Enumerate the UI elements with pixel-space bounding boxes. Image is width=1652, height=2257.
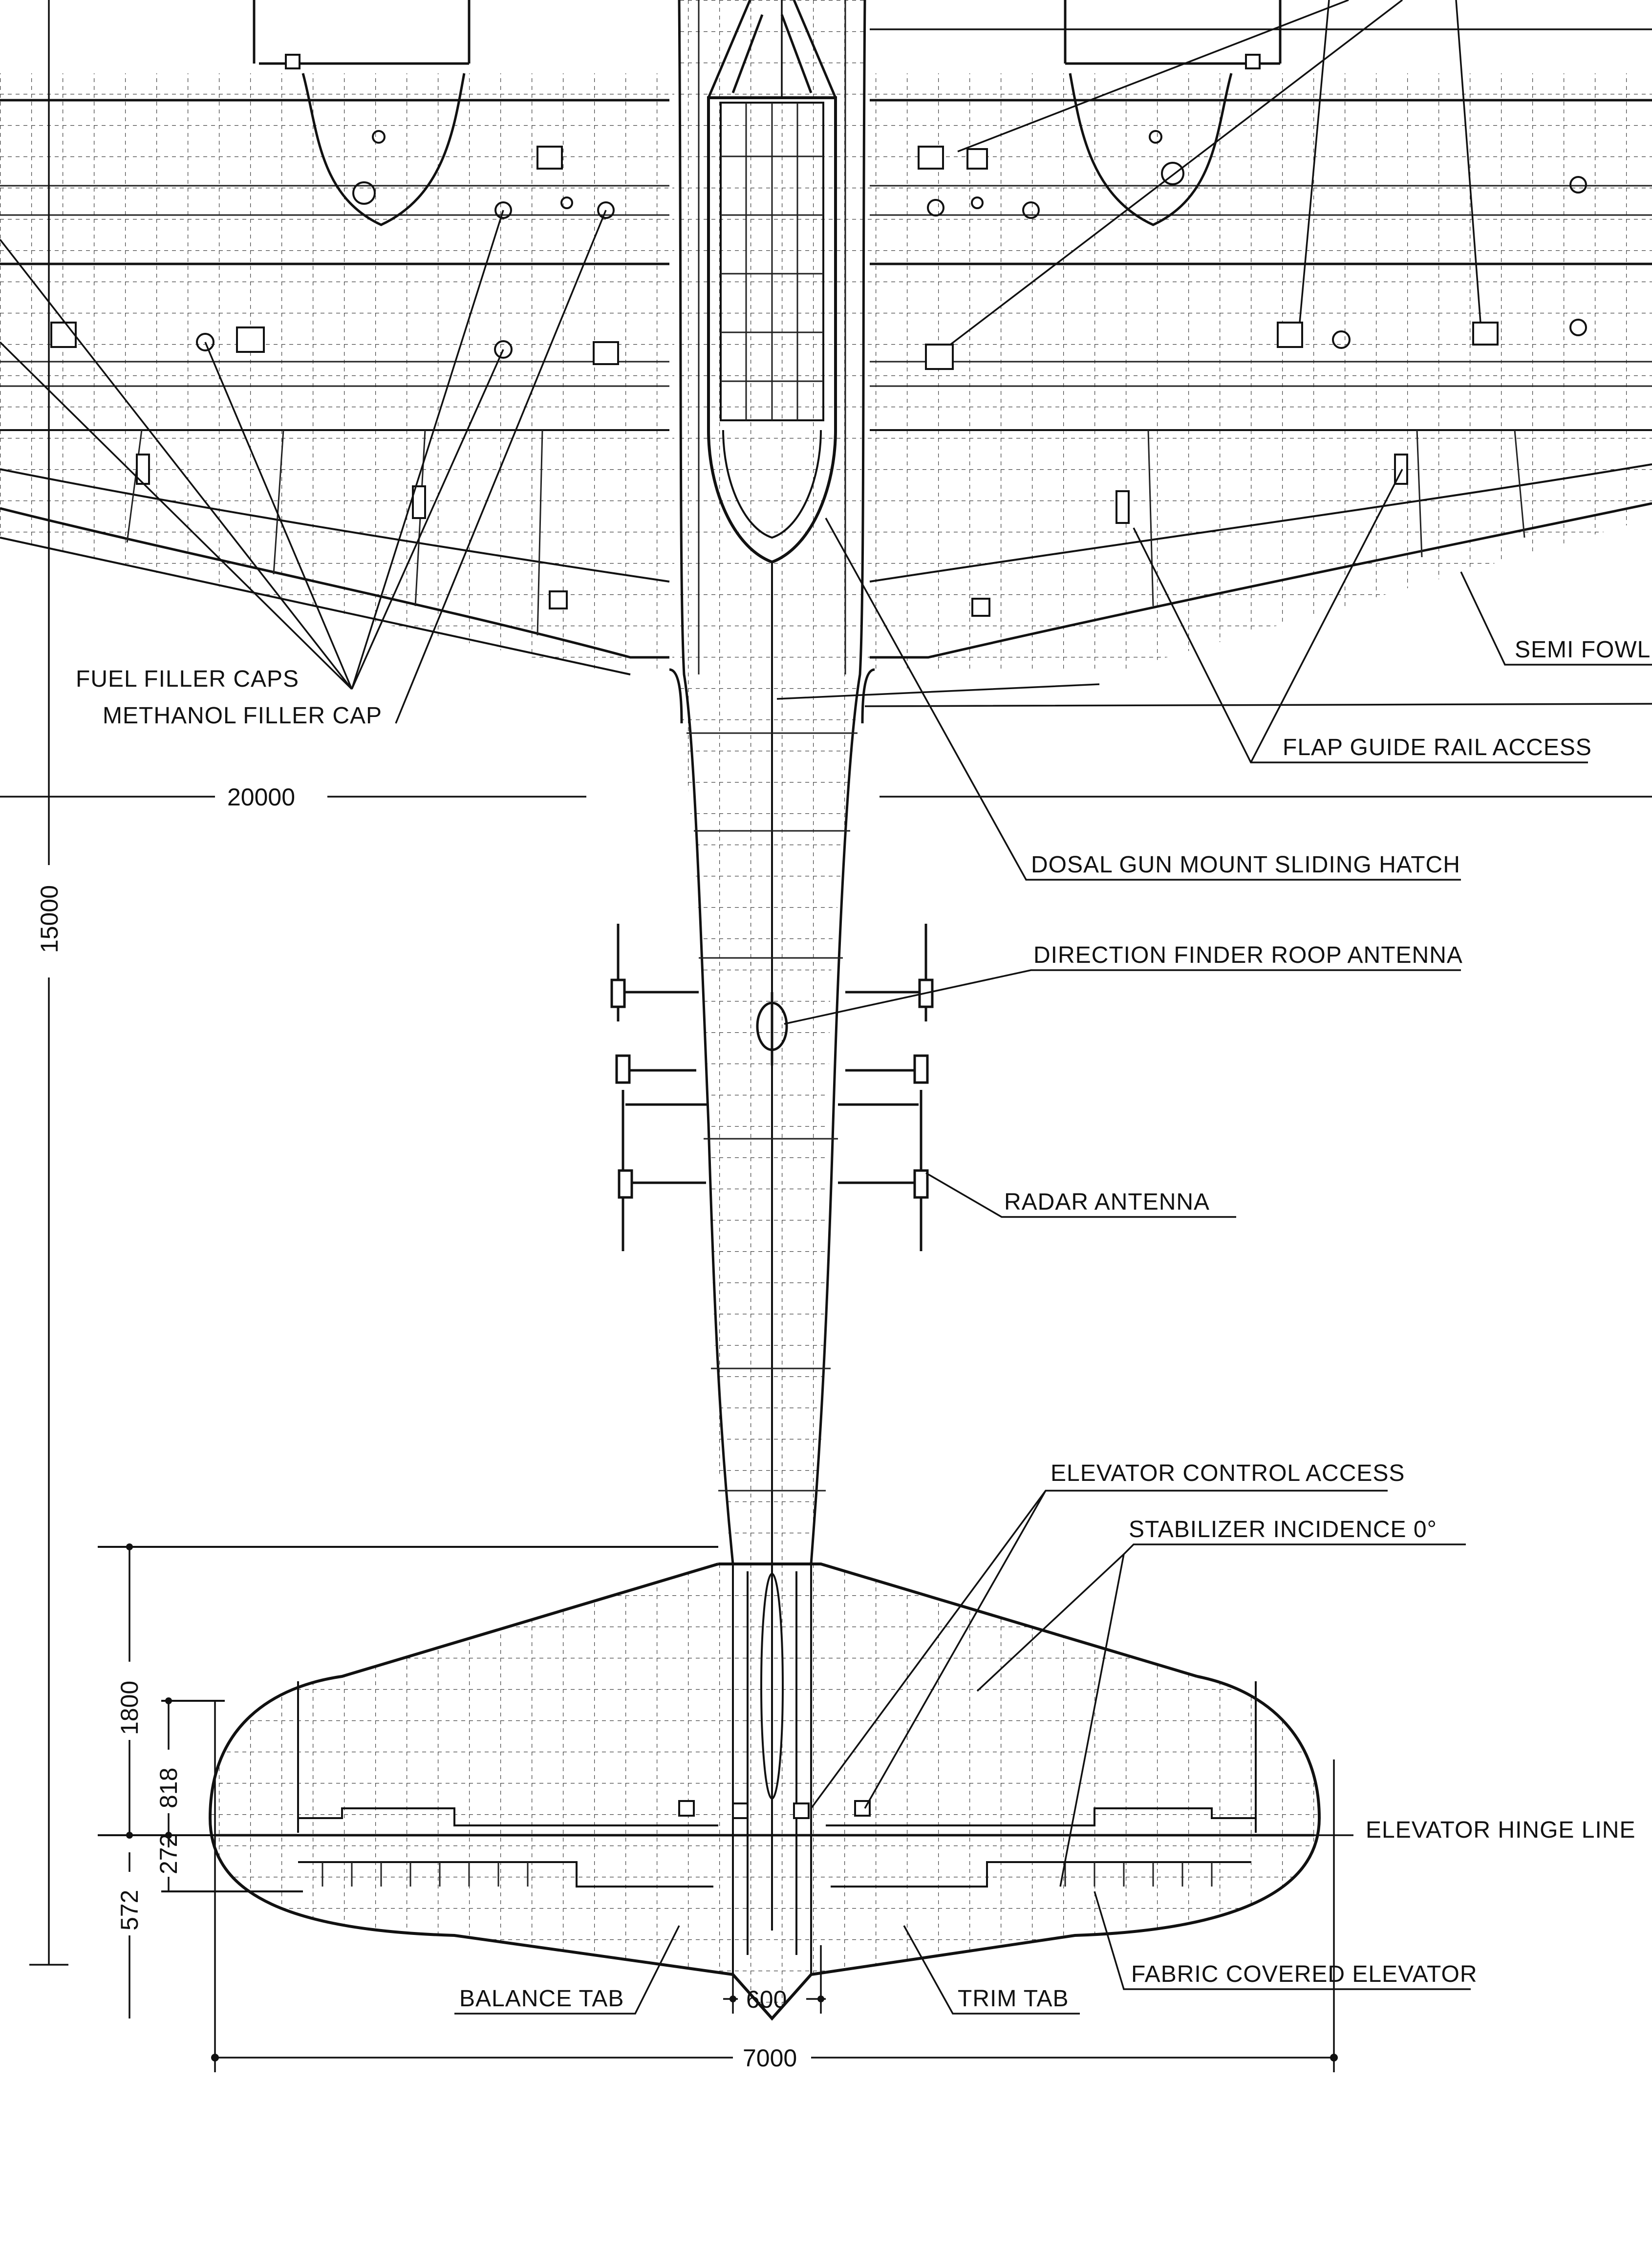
label-semi-fowler: SEMI FOWL [1515, 637, 1651, 663]
label-elevator-control-access: ELEVATOR CONTROL ACCESS [1051, 1460, 1405, 1486]
label-stabilizer-incidence: STABILIZER INCIDENCE 0° [1129, 1517, 1437, 1542]
tail-root-dimension: 600 [746, 1986, 787, 2013]
label-elevator-hinge-line: ELEVATOR HINGE LINE [1366, 1817, 1635, 1843]
label-fabric-covered-elevator: FABRIC COVERED ELEVATOR [1131, 1961, 1478, 1987]
label-fuel-filler-caps: FUEL FILLER CAPS [76, 666, 299, 692]
dimension-lines: 20000 7000 600 15000 1800 818 272 572 [0, 0, 1652, 2072]
label-balance-tab: BALANCE TAB [459, 1986, 624, 2012]
callout-labels: FUEL FILLER CAPS METHANOL FILLER CAP SEM… [76, 637, 1651, 2012]
label-trim-tab: TRIM TAB [958, 1986, 1069, 2012]
span-dimension: 20000 [227, 783, 295, 811]
length-dimension: 15000 [36, 885, 63, 953]
leader-lines [0, 0, 1652, 2015]
stab-chord-dimension: 1800 [116, 1681, 143, 1735]
label-flap-guide-rail-access: FLAP GUIDE RAIL ACCESS [1283, 735, 1592, 760]
elevator-chord-dimension: 572 [116, 1890, 143, 1931]
stab-gap-dimension: 272 [155, 1834, 182, 1874]
label-methanol-filler-cap: METHANOL FILLER CAP [103, 703, 382, 729]
stab-fixed-dimension: 818 [155, 1768, 182, 1808]
tail-span-dimension: 7000 [743, 2044, 797, 2072]
right-wing [865, 0, 1652, 670]
label-radar-antenna: RADAR ANTENNA [1004, 1189, 1210, 1215]
access-panels [50, 146, 1587, 617]
label-dorsal-gun-hatch: DOSAL GUN MOUNT SLIDING HATCH [1031, 852, 1460, 878]
label-direction-finder-antenna: DIRECTION FINDER ROOP ANTENNA [1033, 942, 1463, 968]
left-wing [0, 0, 674, 675]
tailplane [209, 1563, 1321, 2021]
